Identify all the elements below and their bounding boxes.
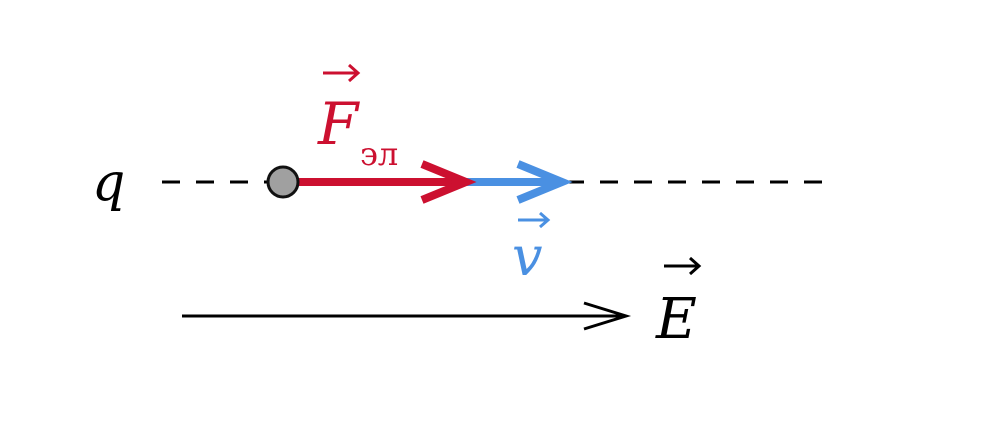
force-label-subscript: эл xyxy=(360,135,398,173)
field-vector-arrowhead xyxy=(583,301,632,331)
charge-label: q xyxy=(92,153,125,213)
force-vector xyxy=(296,160,477,204)
field-label-arrow-head xyxy=(689,256,702,276)
force-label: F xyxy=(317,90,360,158)
charge-particle xyxy=(266,165,300,199)
velocity-label-arrow-head xyxy=(539,211,551,229)
field-label: E xyxy=(655,287,697,352)
velocity-vector-arrowhead xyxy=(516,160,573,204)
velocity-label-group: v xyxy=(512,211,551,288)
velocity-label: v xyxy=(512,225,543,288)
force-label-arrow-head xyxy=(348,63,361,83)
field-label-group: E xyxy=(655,256,702,352)
field-vector xyxy=(182,301,632,331)
force-label-group: F эл xyxy=(317,63,398,173)
force-vector-arrowhead xyxy=(420,160,477,204)
velocity-vector xyxy=(462,160,573,204)
